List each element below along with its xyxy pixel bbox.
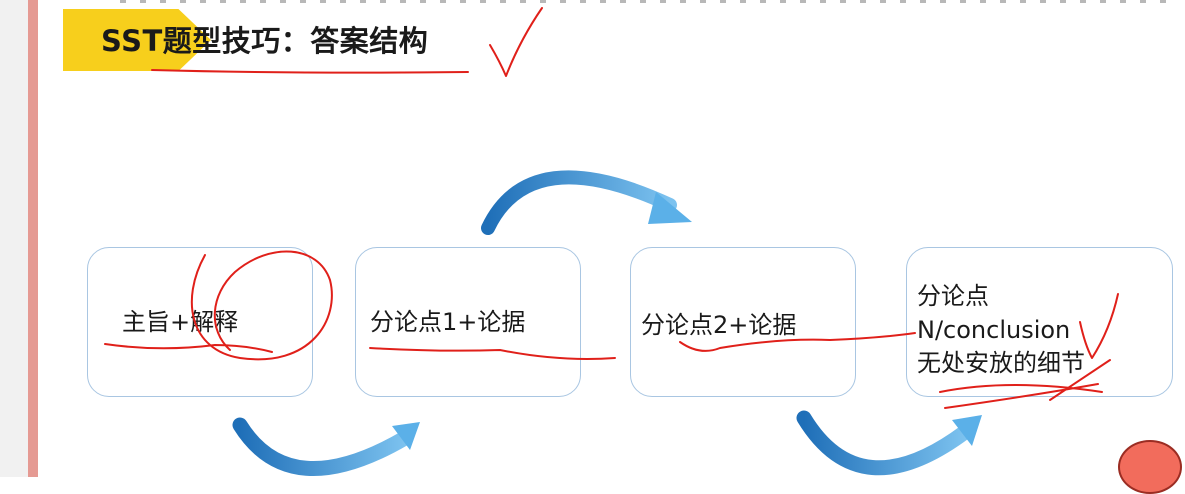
handwritten-annotations bbox=[0, 0, 1185, 477]
mascot-icon bbox=[1118, 440, 1182, 494]
checkmark-title bbox=[490, 8, 542, 76]
checkmark-box4 bbox=[1080, 294, 1118, 358]
underline-box1 bbox=[105, 344, 272, 352]
title-underline bbox=[152, 70, 468, 73]
scribble-box4 bbox=[940, 360, 1110, 408]
underline-box3 bbox=[680, 333, 915, 351]
underline-box2 bbox=[370, 348, 615, 359]
circle-annotation bbox=[192, 251, 332, 359]
